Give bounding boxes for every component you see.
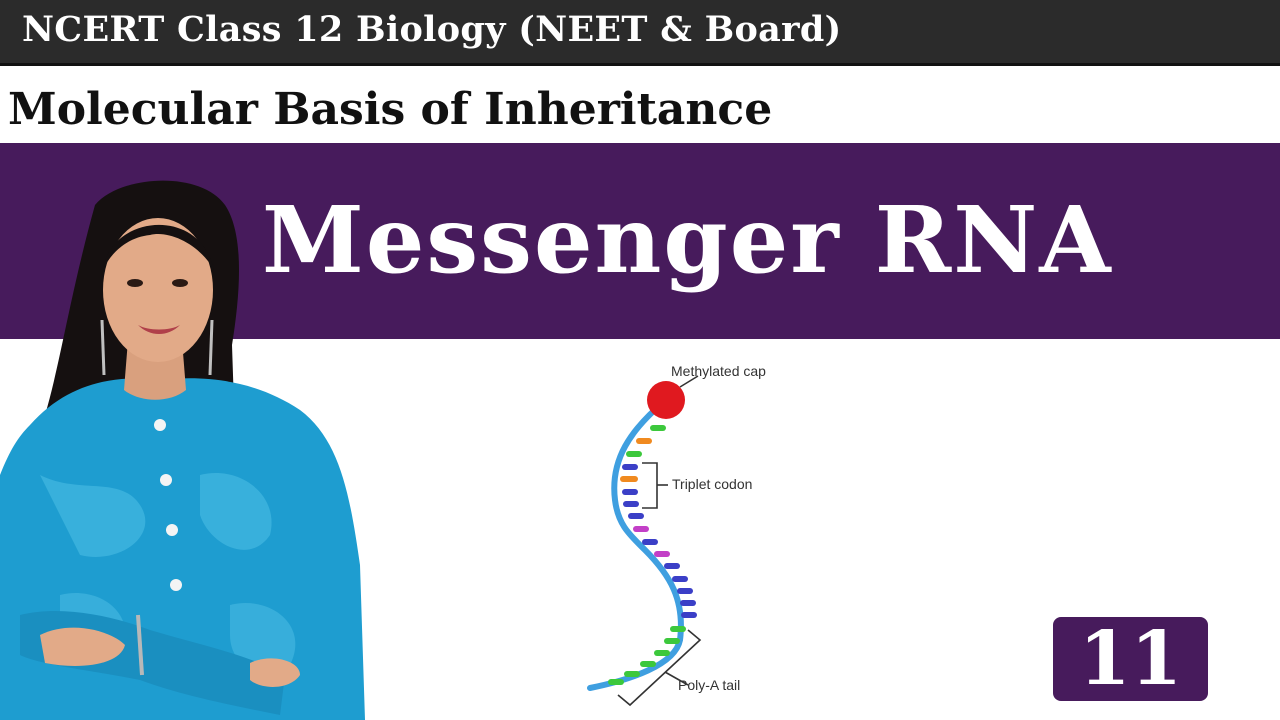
triplet-codon-label: Triplet codon <box>672 476 753 492</box>
mrna-bases <box>608 425 697 685</box>
episode-badge: 11 <box>1053 616 1208 702</box>
presenter-face <box>103 218 213 362</box>
poly-a-tail-label: Poly-A tail <box>678 677 741 693</box>
methylated-cap-label: Methylated cap <box>671 363 766 379</box>
chapter-title: Molecular Basis of Inheritance <box>8 84 773 135</box>
course-title: NCERT Class 12 Biology (NEET & Board) <box>22 9 842 50</box>
episode-number: 11 <box>1079 616 1182 702</box>
video-title: Messenger RNA <box>262 186 1113 294</box>
presenter-photo <box>0 180 365 720</box>
mrna-backbone <box>587 397 684 691</box>
codon-bracket <box>642 462 658 509</box>
methylated-cap-ball <box>647 381 685 419</box>
mrna-diagram <box>587 375 702 707</box>
top-bar: NCERT Class 12 Biology (NEET & Board) <box>0 0 1280 66</box>
